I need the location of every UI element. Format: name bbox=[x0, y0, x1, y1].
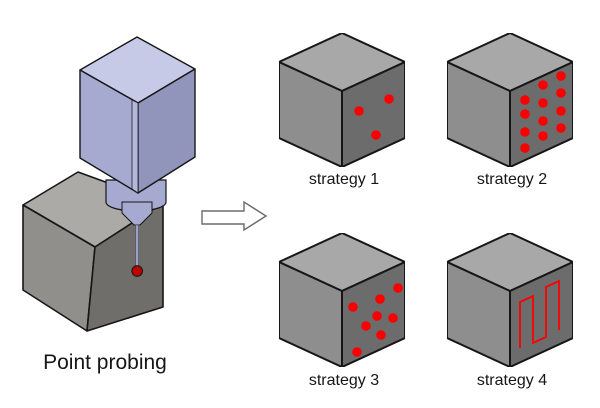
right-arrow-icon bbox=[201, 200, 268, 232]
probe-point-dot bbox=[376, 330, 386, 340]
probe-point-dot bbox=[520, 143, 530, 153]
probe-point-dot bbox=[520, 95, 530, 105]
probe-point-dot bbox=[393, 283, 403, 293]
probe-point-dot bbox=[538, 80, 548, 90]
strategy-4-cube bbox=[447, 233, 573, 367]
strategy-3-cube bbox=[279, 233, 405, 367]
probe-collar bbox=[121, 201, 153, 226]
point-probing-caption: Point probing bbox=[43, 351, 167, 374]
probe-point-dot bbox=[352, 347, 362, 357]
cube-left-face bbox=[279, 261, 343, 367]
probe-point-dot bbox=[375, 294, 385, 304]
probe-point-dot bbox=[388, 313, 398, 323]
strategy-2-caption: strategy 2 bbox=[476, 171, 548, 188]
probe-point-dot bbox=[361, 321, 371, 331]
probe-stylus bbox=[135, 224, 140, 268]
probe-head-chamfer-edge bbox=[131, 99, 139, 194]
probe-point-dot bbox=[556, 71, 566, 81]
probe-point-dot bbox=[372, 311, 382, 321]
strategy-3-caption: strategy 3 bbox=[308, 372, 380, 389]
strategy-1-caption: strategy 1 bbox=[308, 171, 380, 188]
cube-left-face bbox=[279, 61, 343, 167]
probe-point-dot bbox=[371, 130, 381, 140]
probe-point-dot bbox=[520, 109, 530, 119]
probe-point-dot bbox=[538, 116, 548, 126]
probe-head bbox=[79, 36, 196, 194]
probe-point-dot bbox=[354, 106, 364, 116]
strategy-1-cube bbox=[279, 33, 405, 167]
probe-scene bbox=[22, 36, 196, 332]
cube-left-face bbox=[447, 261, 511, 367]
probe-point-dot bbox=[538, 131, 548, 141]
cube-left-face bbox=[447, 61, 511, 167]
cube-right-face bbox=[341, 61, 405, 167]
cube-right-face bbox=[509, 61, 573, 167]
probe-point-dot bbox=[556, 123, 566, 133]
strategy-2-cube bbox=[447, 33, 573, 167]
probe-point-dot bbox=[520, 127, 530, 137]
strategy-4-caption: strategy 4 bbox=[476, 372, 548, 389]
probe-point-dot bbox=[556, 106, 566, 116]
probe-point-dot bbox=[348, 302, 358, 312]
scan-path-line bbox=[519, 279, 560, 348]
probe-tip-ball-icon bbox=[131, 265, 144, 277]
probe-point-dot bbox=[384, 94, 394, 104]
probe-point-dot bbox=[556, 88, 566, 98]
cube-right-face bbox=[509, 261, 573, 367]
probe-point-dot bbox=[538, 98, 548, 108]
